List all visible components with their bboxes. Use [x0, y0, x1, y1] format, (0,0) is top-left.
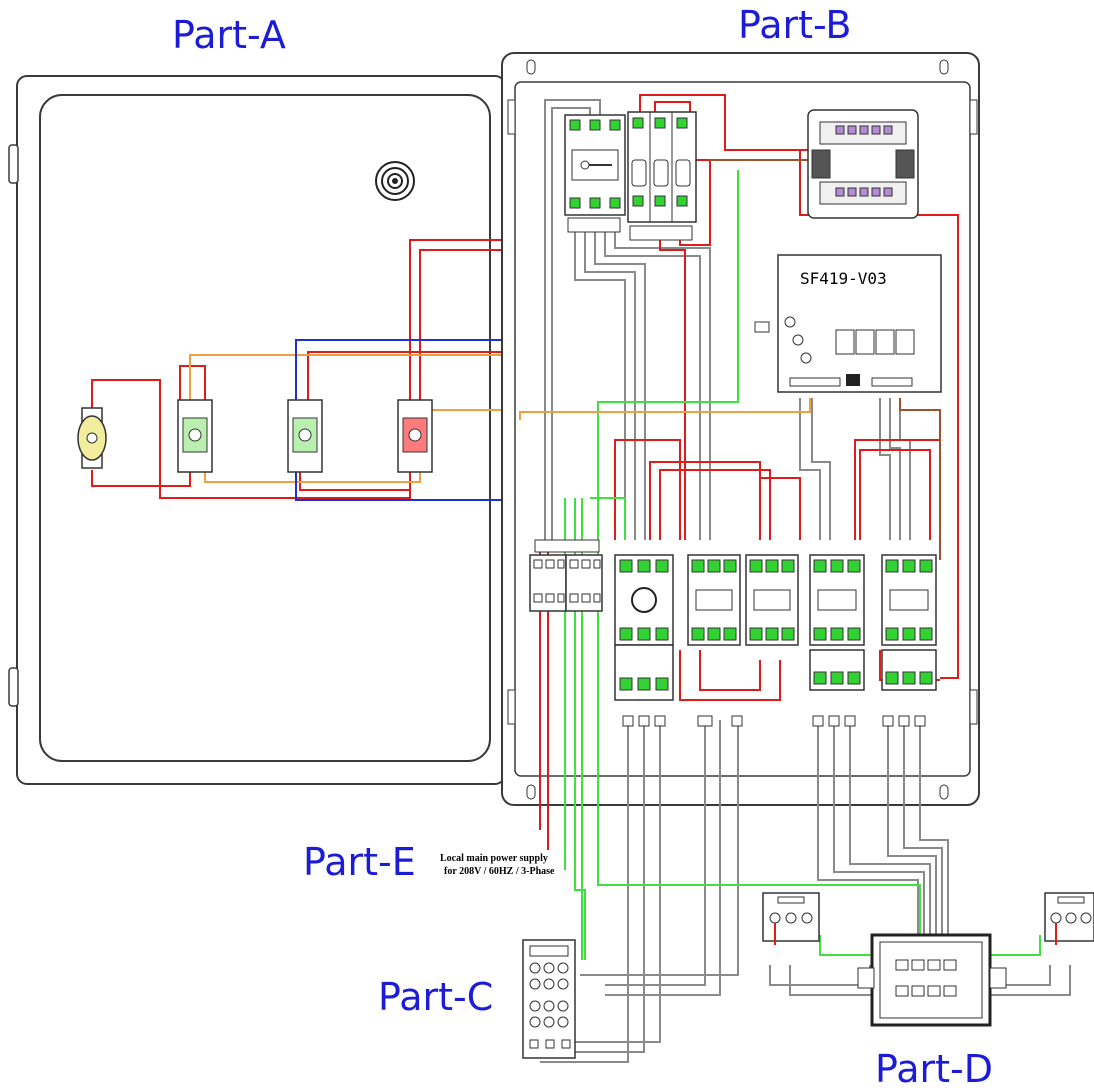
- control-transformer: [807, 109, 919, 219]
- door-hinge-top: [8, 144, 19, 184]
- mounting-slot: [526, 784, 536, 800]
- power-supply-note-line1: Local main power supply: [440, 853, 548, 864]
- door-device-1: [77, 407, 107, 469]
- terminal-box-part-c: [522, 939, 576, 1059]
- part-a-label: Part-A: [172, 13, 286, 57]
- motor-terminal-left: [762, 892, 820, 945]
- motor-terminal-right: [1044, 892, 1094, 945]
- contactor-3: [745, 554, 799, 646]
- mounting-slot: [939, 784, 949, 800]
- terminal-block-left: [529, 539, 603, 612]
- part-d-label: Part-D: [875, 1047, 993, 1088]
- part-b-label: Part-B: [738, 3, 851, 47]
- door-panel: [8, 75, 506, 785]
- main-circuit-breaker: [564, 114, 626, 233]
- door-latch-icon: [375, 161, 415, 201]
- door-hinge-bottom: [8, 667, 19, 707]
- part-c-label: Part-C: [378, 975, 493, 1019]
- enclosure-hinge: [969, 689, 978, 725]
- controller-model-label: SF419-V03: [800, 269, 887, 288]
- contactor-2: [687, 554, 741, 646]
- contactor-1: [614, 554, 674, 701]
- door-device-2: [177, 399, 213, 473]
- controller-board: SF419-V03: [754, 254, 942, 393]
- mounting-slot: [939, 59, 949, 75]
- door-device-3: [287, 399, 323, 473]
- mounting-slot: [526, 59, 536, 75]
- fuse-holder-block: [627, 111, 697, 241]
- part-e-label: Part-E: [303, 840, 416, 884]
- gray-wiring: [540, 99, 1071, 1063]
- brown-wiring: [519, 159, 941, 560]
- enclosure-hinge: [969, 99, 978, 135]
- power-supply-note-line2: for 208V / 60HZ / 3-Phase: [444, 866, 555, 877]
- junction-box-part-d: [857, 933, 1007, 1027]
- enclosure-hinge: [507, 689, 516, 725]
- output-connectors: [622, 715, 926, 727]
- door-device-4: [397, 399, 433, 473]
- contactor-4: [809, 554, 865, 691]
- contactor-5: [881, 554, 937, 691]
- enclosure-hinge: [507, 99, 516, 135]
